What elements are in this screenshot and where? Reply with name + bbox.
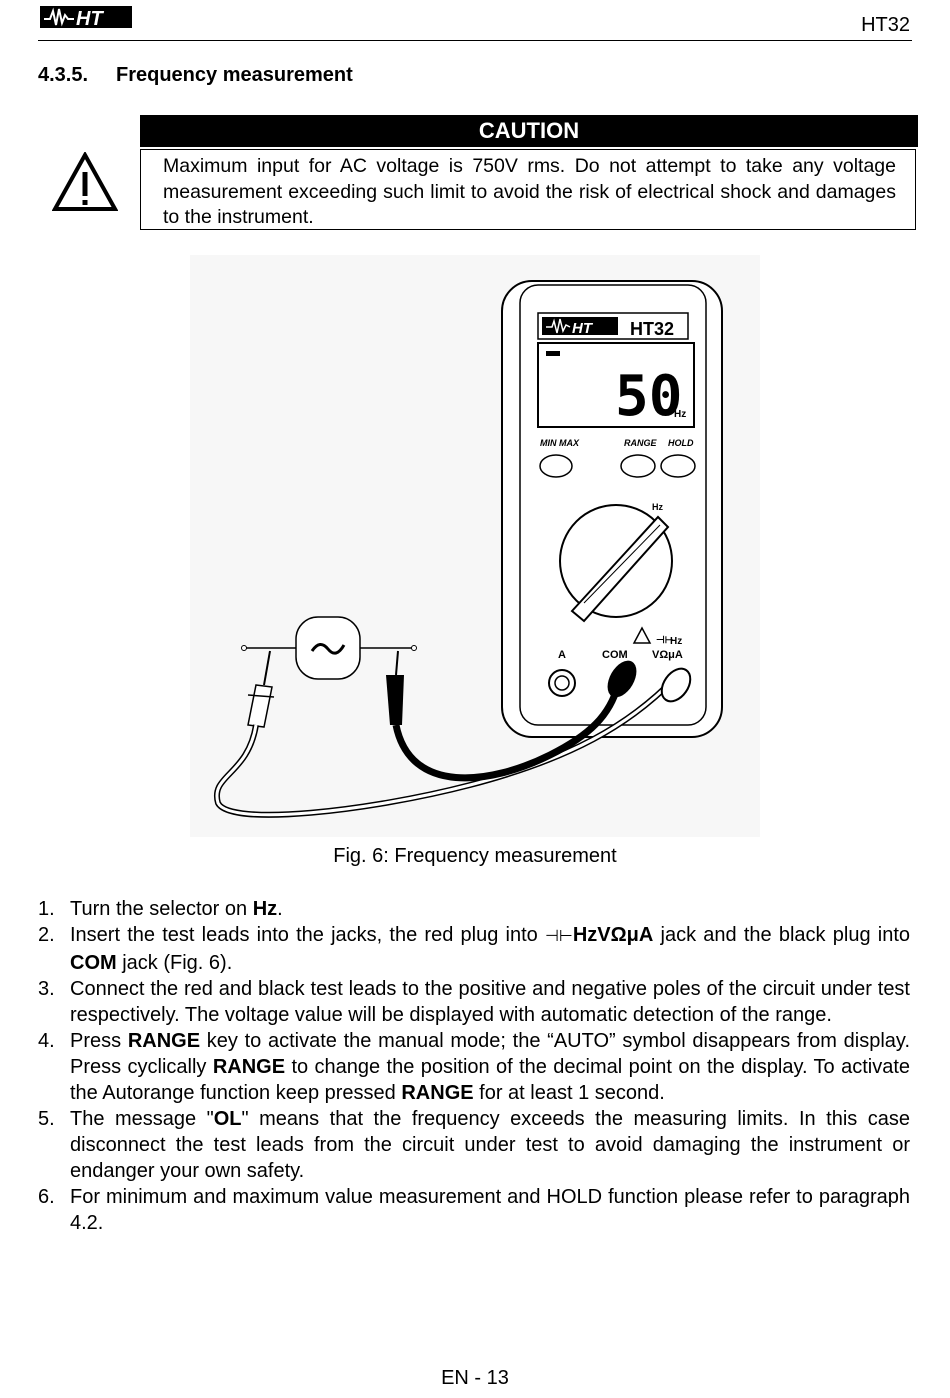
list-item: 6.For minimum and maximum value measurem… — [38, 1186, 910, 1234]
warning-triangle-icon — [52, 152, 118, 211]
list-item: 5.The message "OL" means that the freque… — [38, 1108, 911, 1182]
figure-caption: Fig. 6: Frequency measurement — [333, 845, 617, 867]
hold-button-drawing — [660, 454, 696, 478]
multimeter-figure: HT HT32 50 Hz MIN MAX RANGE HOLD Hz ⊣⊢ H… — [190, 255, 760, 837]
jack-label-com: COM — [602, 649, 628, 661]
jack-symbol-hz: Hz — [670, 636, 682, 647]
list-item: 2.Insert the test leads into the jacks, … — [38, 924, 911, 974]
button-label-minmax: MIN MAX — [540, 438, 580, 448]
ac-source-drawing — [241, 616, 417, 680]
list-item: 4.Press RANGE key to activate the manual… — [38, 1030, 910, 1104]
section-title: Frequency measurement — [116, 64, 353, 86]
page-header: HT HT32 — [38, 0, 912, 41]
black-test-lead-drawing — [386, 650, 637, 782]
caution-title: CAUTION — [140, 115, 918, 147]
meter-logo-text: HT — [572, 320, 594, 337]
ht-logo: HT — [40, 6, 132, 30]
section-number: 4.3.5. — [38, 64, 89, 86]
lcd-unit: Hz — [674, 409, 686, 420]
caution-box: Maximum input for AC voltage is 750V rms… — [140, 149, 916, 230]
svg-text:⊣⊢: ⊣⊢ — [656, 635, 674, 646]
jack-label-vohm: VΩμA — [652, 649, 683, 661]
jack-label-a: A — [558, 649, 566, 661]
selector-hz-label: Hz — [652, 502, 663, 512]
range-button-drawing — [620, 454, 656, 478]
button-label-range: RANGE — [624, 438, 657, 448]
minmax-button-drawing — [539, 454, 573, 478]
section-heading: 4.3.5. Frequency measurement — [38, 64, 353, 87]
page-number: EN - 13 — [441, 1367, 509, 1389]
lcd-value: 50 — [615, 364, 682, 429]
list-item: 3.Connect the red and black test leads t… — [38, 978, 910, 1026]
caution-text: Maximum input for AC voltage is 750V rms… — [163, 155, 896, 228]
procedure-steps: 1.Turn the selector on Hz. 2.Insert the … — [38, 896, 910, 1236]
capacitor-symbol-icon: ⊣⊢ — [544, 928, 573, 945]
meter-model: HT32 — [630, 319, 674, 339]
button-label-hold: HOLD — [668, 438, 694, 448]
multimeter-body: HT HT32 50 Hz MIN MAX RANGE HOLD Hz ⊣⊢ H… — [501, 280, 723, 738]
doc-code: HT32 — [861, 14, 910, 36]
logo-text: HT — [76, 8, 104, 30]
red-test-lead-drawing — [213, 650, 692, 818]
list-item: 1.Turn the selector on Hz. — [38, 898, 283, 920]
